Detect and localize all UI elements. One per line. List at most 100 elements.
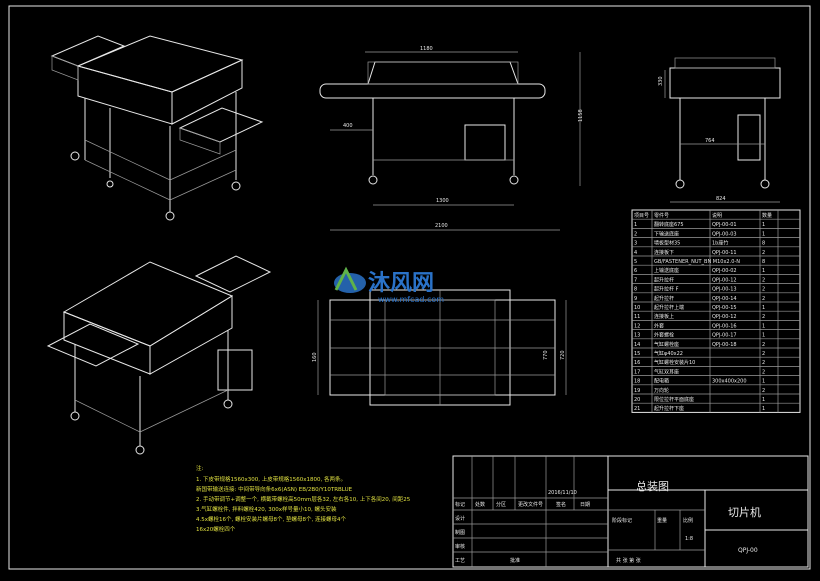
note-line: 3.气缸螺栓件, 拌料螺栓420, 300x样号量小10, 螺头安装 — [196, 505, 337, 513]
dim-front-total: 2100 — [435, 223, 448, 229]
tb-label: 审核 — [455, 543, 465, 550]
tb-weight-label: 重量 — [657, 517, 667, 524]
tb-label: 处数 — [475, 501, 485, 508]
bom-cell: 18 — [634, 379, 640, 385]
bom-cell: 1 — [762, 379, 765, 385]
bom-cell: QPJ-00-12 — [712, 277, 737, 283]
tb-product-name: 切片机 — [728, 505, 761, 519]
bom-cell: 2 — [762, 388, 765, 394]
notes: 注: 1. 下皮带规格1560x300, 上皮带规格1560x1800, 各两条… — [196, 464, 411, 533]
watermark: 沐风网 www.mfcad.com — [334, 266, 444, 304]
bom-cell: 起升拉杆 — [654, 295, 674, 302]
bom-cell: 1 — [762, 305, 765, 311]
bom-cell: 连接板上 — [654, 313, 674, 320]
bom-cell: 2 — [762, 250, 765, 256]
bom-cell: 4 — [634, 250, 637, 256]
bom-cell: QPJ-00-15 — [712, 305, 737, 311]
bom-cell: 21 — [634, 406, 640, 412]
bom-cell: 1 — [762, 406, 765, 412]
bom-cell: QPJ-00-13 — [712, 287, 737, 293]
tb-stage-label: 阶段标记 — [612, 517, 632, 524]
bom-cell: 8 — [762, 241, 765, 247]
bom-cell: 7 — [634, 277, 637, 283]
bom-cell: 6 — [634, 268, 637, 274]
bom-cell: QPJ-00-17 — [712, 333, 737, 339]
bom-cell: 起升拉杆 F — [654, 286, 679, 293]
bom-cell: 外套 — [654, 322, 664, 329]
bom-cell: 9 — [634, 296, 637, 302]
bom-cell: QPJ-00-03 — [712, 231, 737, 237]
dim-plan-mid: 720 — [560, 350, 566, 360]
bom-cell: 连接板下 — [654, 249, 674, 256]
bom-cell: 下输送底座 — [654, 230, 679, 237]
bom-cell: 2 — [762, 360, 765, 366]
bom-cell: 翻转底座675 — [654, 221, 684, 228]
tb-label: 制图 — [455, 529, 465, 536]
bom-cell: 1 — [762, 231, 765, 237]
dim-front-top: 1180 — [420, 46, 433, 52]
bom-cell: 19 — [634, 388, 640, 394]
bom-cell: 2 — [762, 314, 765, 320]
bom-cell: 13 — [634, 333, 640, 339]
bom-cell: 限位拉杆平面底座 — [654, 396, 694, 403]
bom-table: 项目号零件号 说明 数量 1 翻转底座675 QPJ-00-01 1 2 下输送底座 QPJ-00… — [631, 209, 801, 413]
bom-cell: 外套螺栓 — [654, 332, 674, 339]
tb-label: 分区 — [496, 501, 506, 508]
bom-cell: 起升拉杆 — [654, 276, 674, 283]
bom-cell: 气缸φ40x22 — [654, 350, 683, 357]
bom-cell: 1 — [762, 397, 765, 403]
tb-label: 批准 — [510, 557, 520, 564]
bom-cell: 2 — [762, 351, 765, 357]
bom-cell: QPJ-00-16 — [712, 323, 737, 329]
bom-cell: QPJ-00-02 — [712, 268, 737, 274]
note-line: 新国带输送连接: 中间带导向条6x6(ASN) EB/2B0/Y10TRBLUE — [196, 485, 353, 493]
bom-cell: 1 — [762, 323, 765, 329]
bom-cell: 起升拉杆上端 — [654, 304, 684, 311]
bom-cell: 5 — [634, 259, 637, 265]
tb-label: 签名 — [556, 501, 566, 508]
tb-date: 2016/11/10 — [548, 490, 577, 496]
dim-side-height: 330 — [658, 76, 664, 86]
notes-title: 注: — [196, 464, 204, 472]
bom-header-cell: 说明 — [712, 212, 722, 219]
dim-plan-inner: 160 — [312, 352, 318, 362]
tb-sheet: 共 张 第 张 — [616, 557, 641, 564]
bom-cell: 1 — [762, 333, 765, 339]
tb-scale: 1:8 — [685, 536, 693, 542]
plan-view: 160 720 770 — [312, 289, 567, 406]
bom-header-cell: 零件号 — [654, 212, 669, 219]
bom-cell: 起升拉杆下座 — [654, 405, 684, 412]
bom-cell: 配电箱 — [654, 378, 669, 385]
bom-cell: 2 — [762, 342, 765, 348]
bom-header-cell: 项目号 — [634, 213, 649, 219]
bom-cell: QPJ-00-11 — [712, 250, 737, 256]
tb-label: 标记 — [455, 501, 465, 508]
note-line: 2. 手动带调节+调整一个, 横截带螺栓高50mm层各32, 左右各10, 上下… — [196, 495, 411, 503]
bom-cell: 万向轮 — [654, 387, 669, 394]
bom-cell: 15 — [634, 351, 640, 357]
bom-header-cell: 数量 — [762, 212, 772, 219]
bom-cell: 16 — [634, 360, 640, 366]
dim-side-width: 824 — [716, 196, 726, 202]
bom-cell: 2 — [762, 296, 765, 302]
dim-plan-right: 770 — [543, 350, 549, 360]
bom-cell: QPJ-00-18 — [712, 342, 737, 348]
bom-cell: QPJ-00-14 — [712, 296, 737, 302]
tb-label: 工艺 — [455, 558, 465, 564]
note-line: 4.5x螺栓16个, 螺栓安装片螺母8个, 垫螺母8个, 连接螺母4个 — [196, 515, 346, 523]
bom-cell: 2 — [762, 277, 765, 283]
isometric-view-top — [50, 35, 264, 221]
bom-cell: QPJ-00-01 — [712, 222, 737, 228]
bom-cell: GB/FASTENER_NUT_BN M10x2.0-N — [654, 259, 740, 265]
watermark-brand: 沐风网 — [368, 271, 434, 296]
tb-assembly-title: 总装图 — [636, 479, 669, 493]
bom-cell: 2 — [634, 231, 637, 237]
bom-cell: 10 — [634, 305, 640, 311]
bom-cell: 上输送底座 — [654, 267, 679, 274]
title-block: 标记 处数 分区 更改文件号 签名 日期 2016/11/10 设计 制图 审核… — [452, 455, 809, 568]
watermark-url: www.mfcad.com — [378, 295, 444, 304]
bom-cell: 1 — [634, 222, 637, 228]
bom-cell: 8 — [762, 259, 765, 265]
bom-cell: 14 — [634, 342, 640, 348]
